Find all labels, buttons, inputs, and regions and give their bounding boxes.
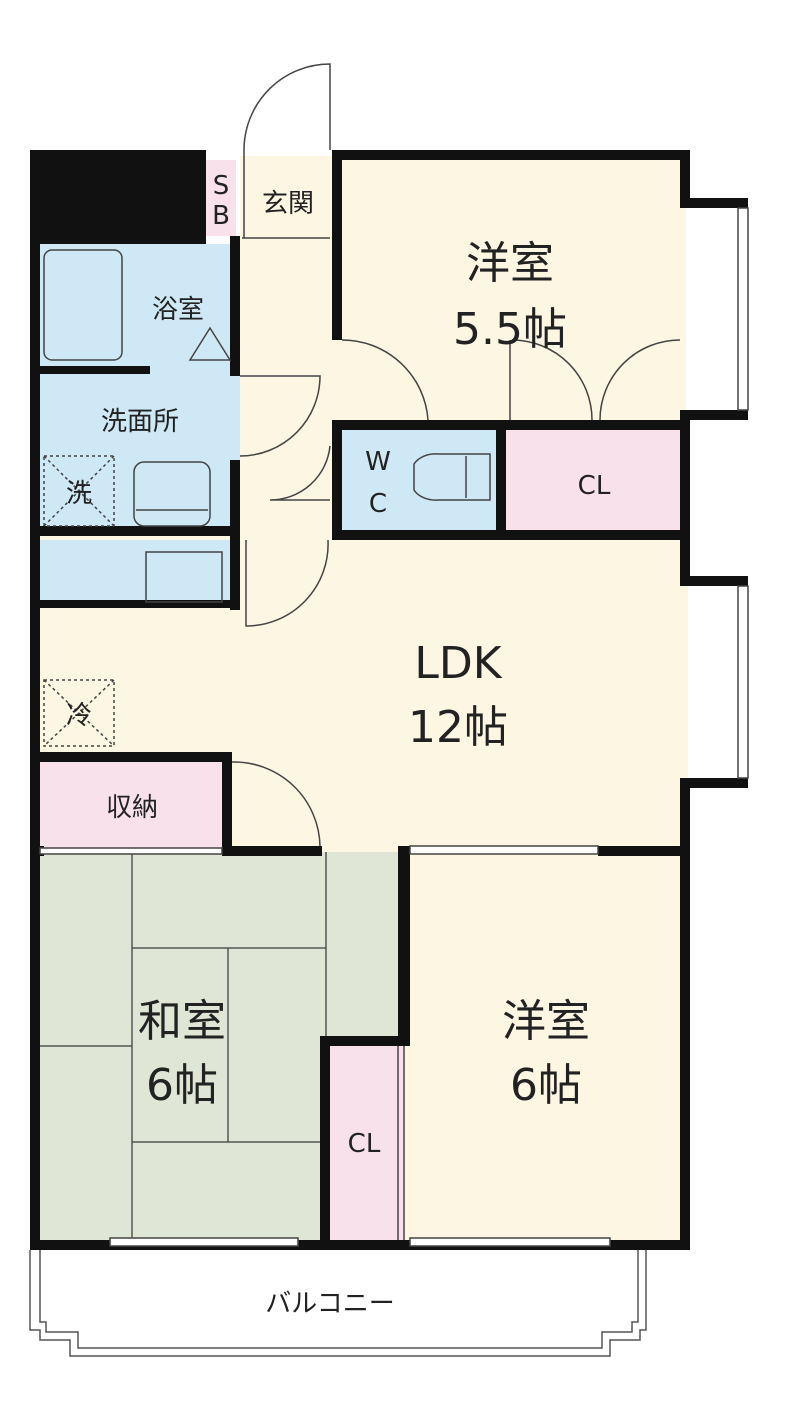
- toilet-label-c: C: [369, 489, 387, 519]
- toilet-fixture: [413, 453, 491, 501]
- japanese-room-name: 和室: [138, 996, 226, 1047]
- western-room-2-size: 6帖: [510, 1060, 582, 1111]
- fridge-space: [43, 679, 115, 747]
- kitchen-counter: [38, 540, 240, 606]
- storage-floor: [38, 760, 226, 852]
- western-room-1-floor: [336, 156, 686, 428]
- windows: [39, 207, 749, 1247]
- washroom-floor: [38, 370, 240, 532]
- western-room-2-name: 洋室: [502, 996, 590, 1047]
- sb-bottom-label: B: [212, 201, 230, 231]
- sb-top-label: S: [213, 171, 230, 201]
- vanity-sink: [133, 461, 211, 527]
- balcony-label: バルコニー: [265, 1289, 394, 1319]
- storage-label: 収納: [106, 793, 158, 823]
- washroom-label: 洗面所: [101, 407, 179, 437]
- walls: [30, 150, 748, 1250]
- tatami-lines: [38, 852, 327, 1240]
- toilet-label-w: W: [365, 447, 391, 477]
- entrance-label: 玄関: [262, 189, 314, 219]
- balcony-outline: [29, 1250, 647, 1357]
- fixtures: [43, 237, 491, 747]
- kitchen-sink: [145, 551, 223, 603]
- bathtub: [43, 249, 123, 361]
- closet-bottom-floor: [326, 1040, 404, 1242]
- ldk-size: 12帖: [408, 702, 508, 753]
- closet-top-floor: [504, 428, 686, 532]
- door-swings: [188, 63, 681, 847]
- closet-top-label: CL: [578, 471, 611, 501]
- bath-label: 浴室: [152, 295, 204, 325]
- fridge-label: 冷: [66, 701, 92, 731]
- bath-floor: [38, 244, 240, 370]
- closet-bottom-label: CL: [348, 1129, 381, 1159]
- washer-space: [43, 455, 115, 527]
- japanese-room-size: 6帖: [146, 1060, 218, 1111]
- toilet-floor: [336, 428, 504, 532]
- ldk-name: LDK: [414, 638, 502, 689]
- western-room-1-name: 洋室: [466, 238, 554, 289]
- western-room-1-size: 5.5帖: [453, 304, 567, 355]
- washer-label: 洗: [66, 479, 92, 509]
- western-room-2-floor: [404, 852, 686, 1242]
- shoe-box: [206, 160, 236, 236]
